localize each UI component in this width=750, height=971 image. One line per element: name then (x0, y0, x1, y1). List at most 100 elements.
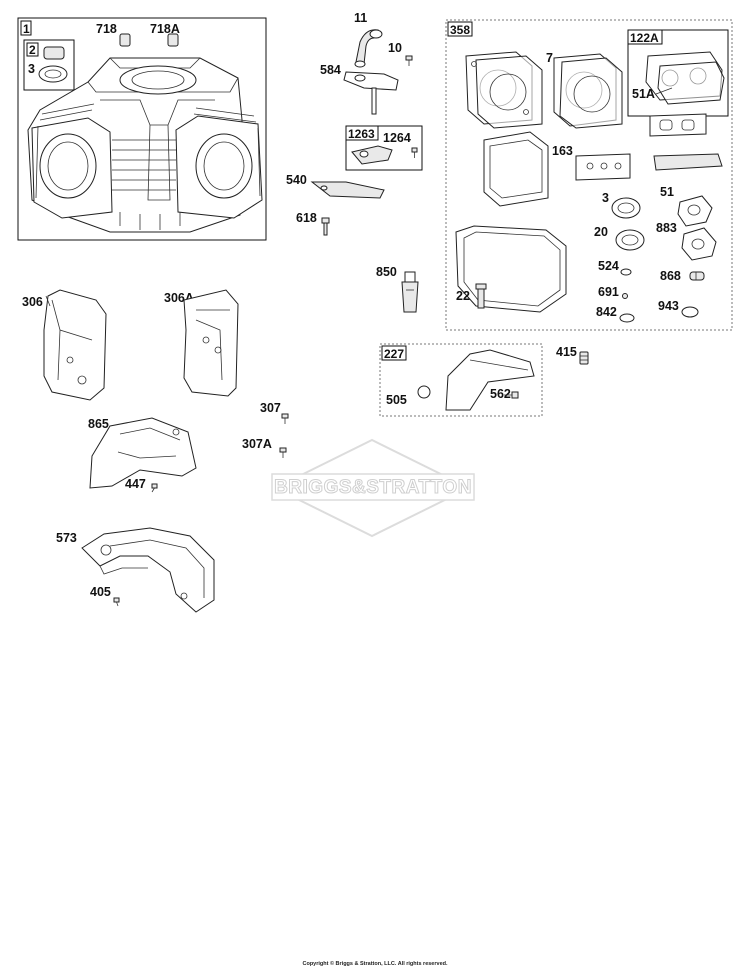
label-691: 691 (598, 285, 619, 299)
group-358-frame (445, 19, 733, 331)
label-7: 7 (546, 51, 553, 65)
part-1263-plate (351, 145, 393, 165)
group-122A-tag-box (627, 29, 663, 45)
group-1263-frame (345, 125, 423, 171)
label-524: 524 (598, 259, 619, 273)
label-718A: 718A (150, 22, 180, 36)
subgroup-2-tag-box (26, 42, 39, 57)
part-1264-screw (411, 147, 418, 158)
part-584-bracket (343, 71, 399, 115)
label-850: 850 (376, 265, 397, 279)
part-1-cylinder-block (27, 57, 263, 233)
part-valve-cover-gasket (483, 131, 549, 207)
part-307A-screw (279, 447, 287, 458)
part-505-nut (417, 385, 431, 399)
part-718A-dowel (167, 33, 179, 47)
label-405: 405 (90, 585, 111, 599)
part-540-gasket (310, 181, 385, 199)
group-227-frame (379, 343, 543, 417)
group-358-gasket-set: 358 7 122A 51A (445, 19, 733, 331)
part-562-screw (504, 391, 519, 399)
part-405-screw (113, 597, 120, 607)
label-868: 868 (660, 269, 681, 283)
label-22: 22 (456, 289, 470, 303)
group-227-tag-box (381, 345, 407, 361)
label-3-seal: 3 (28, 62, 35, 76)
part-7-head-gasket (553, 53, 623, 129)
label-122A: 122A (630, 31, 659, 45)
part-618-screw (321, 217, 330, 236)
label-3-seal-kit: 3 (602, 191, 609, 205)
part-883-adapter (681, 227, 717, 261)
part-2-bushing (43, 46, 65, 60)
part-307-screw (281, 413, 289, 424)
part-intake-gasket (649, 113, 707, 137)
part-3-seal-kit (611, 197, 641, 219)
group-1-frame (17, 17, 267, 241)
group-358-tag-box (447, 21, 473, 37)
subgroup-2-frame (23, 39, 75, 91)
label-447: 447 (125, 477, 146, 491)
part-head-gasket-stack-left (465, 51, 543, 129)
label-842: 842 (596, 305, 617, 319)
group-cylinder-shrouds: 306 306A 307 307A (22, 289, 289, 458)
part-718-dowel (119, 33, 131, 47)
part-51-spacer (677, 195, 713, 227)
label-358: 358 (450, 23, 470, 37)
label-943: 943 (658, 299, 679, 313)
label-618: 618 (296, 211, 317, 225)
briggs-stratton-watermark-logo: BRIGGS&STRATTON (271, 438, 475, 538)
part-573-guard (81, 527, 215, 613)
part-227-bracket (445, 349, 535, 411)
label-584: 584 (320, 63, 341, 77)
label-1: 1 (23, 22, 30, 36)
label-540: 540 (286, 173, 307, 187)
label-865: 865 (88, 417, 109, 431)
group-1-cylinder-block: 1 718 718A 2 3 (17, 17, 267, 241)
part-842-o-ring (619, 313, 635, 323)
watermark-text: BRIGGS&STRATTON (274, 477, 472, 498)
label-573: 573 (56, 531, 77, 545)
part-crankcase-gasket (455, 225, 567, 313)
part-10-screw (405, 55, 413, 66)
label-1263: 1263 (348, 127, 375, 141)
label-883: 883 (656, 221, 677, 235)
label-306: 306 (22, 295, 43, 309)
part-415-plug (579, 351, 589, 365)
label-20: 20 (594, 225, 608, 239)
part-691-ball (622, 293, 628, 299)
part-850-sealant-tube (401, 271, 419, 313)
label-307: 307 (260, 401, 281, 415)
label-1264: 1264 (383, 131, 411, 145)
label-562: 562 (490, 387, 511, 401)
part-447-screw (151, 483, 158, 493)
label-415: 415 (556, 345, 577, 359)
label-307A: 307A (242, 437, 272, 451)
group-breather-and-bracket: 11 10 584 1263 1264 540 618 (286, 11, 423, 313)
part-163-gasket (575, 153, 631, 181)
part-20-seal (615, 229, 645, 251)
part-122A-intake-gaskets (645, 51, 725, 105)
part-306A-shroud (183, 289, 239, 397)
part-943-o-ring (681, 306, 699, 318)
group-227-bracket: 227 505 562 415 (379, 343, 589, 417)
part-868-fitting (689, 271, 705, 281)
part-3-oil-seal (38, 65, 68, 83)
label-2: 2 (29, 43, 36, 57)
label-10: 10 (388, 41, 402, 55)
group-573-guard: 573 405 (56, 527, 215, 613)
copyright-notice: Copyright © Briggs & Stratton, LLC. All … (302, 961, 448, 967)
group-1263-tag-box (345, 125, 379, 141)
part-breather-gasket (653, 153, 723, 171)
label-718: 718 (96, 22, 117, 36)
part-22-screw (475, 283, 487, 309)
part-306-shroud (43, 289, 107, 401)
label-51A: 51A (632, 87, 655, 101)
group-1-tag-box (20, 20, 32, 36)
part-524-washer (620, 268, 632, 276)
group-865-baffle: 865 447 (88, 417, 197, 493)
label-227: 227 (384, 347, 404, 361)
label-505: 505 (386, 393, 407, 407)
label-11: 11 (354, 11, 367, 25)
